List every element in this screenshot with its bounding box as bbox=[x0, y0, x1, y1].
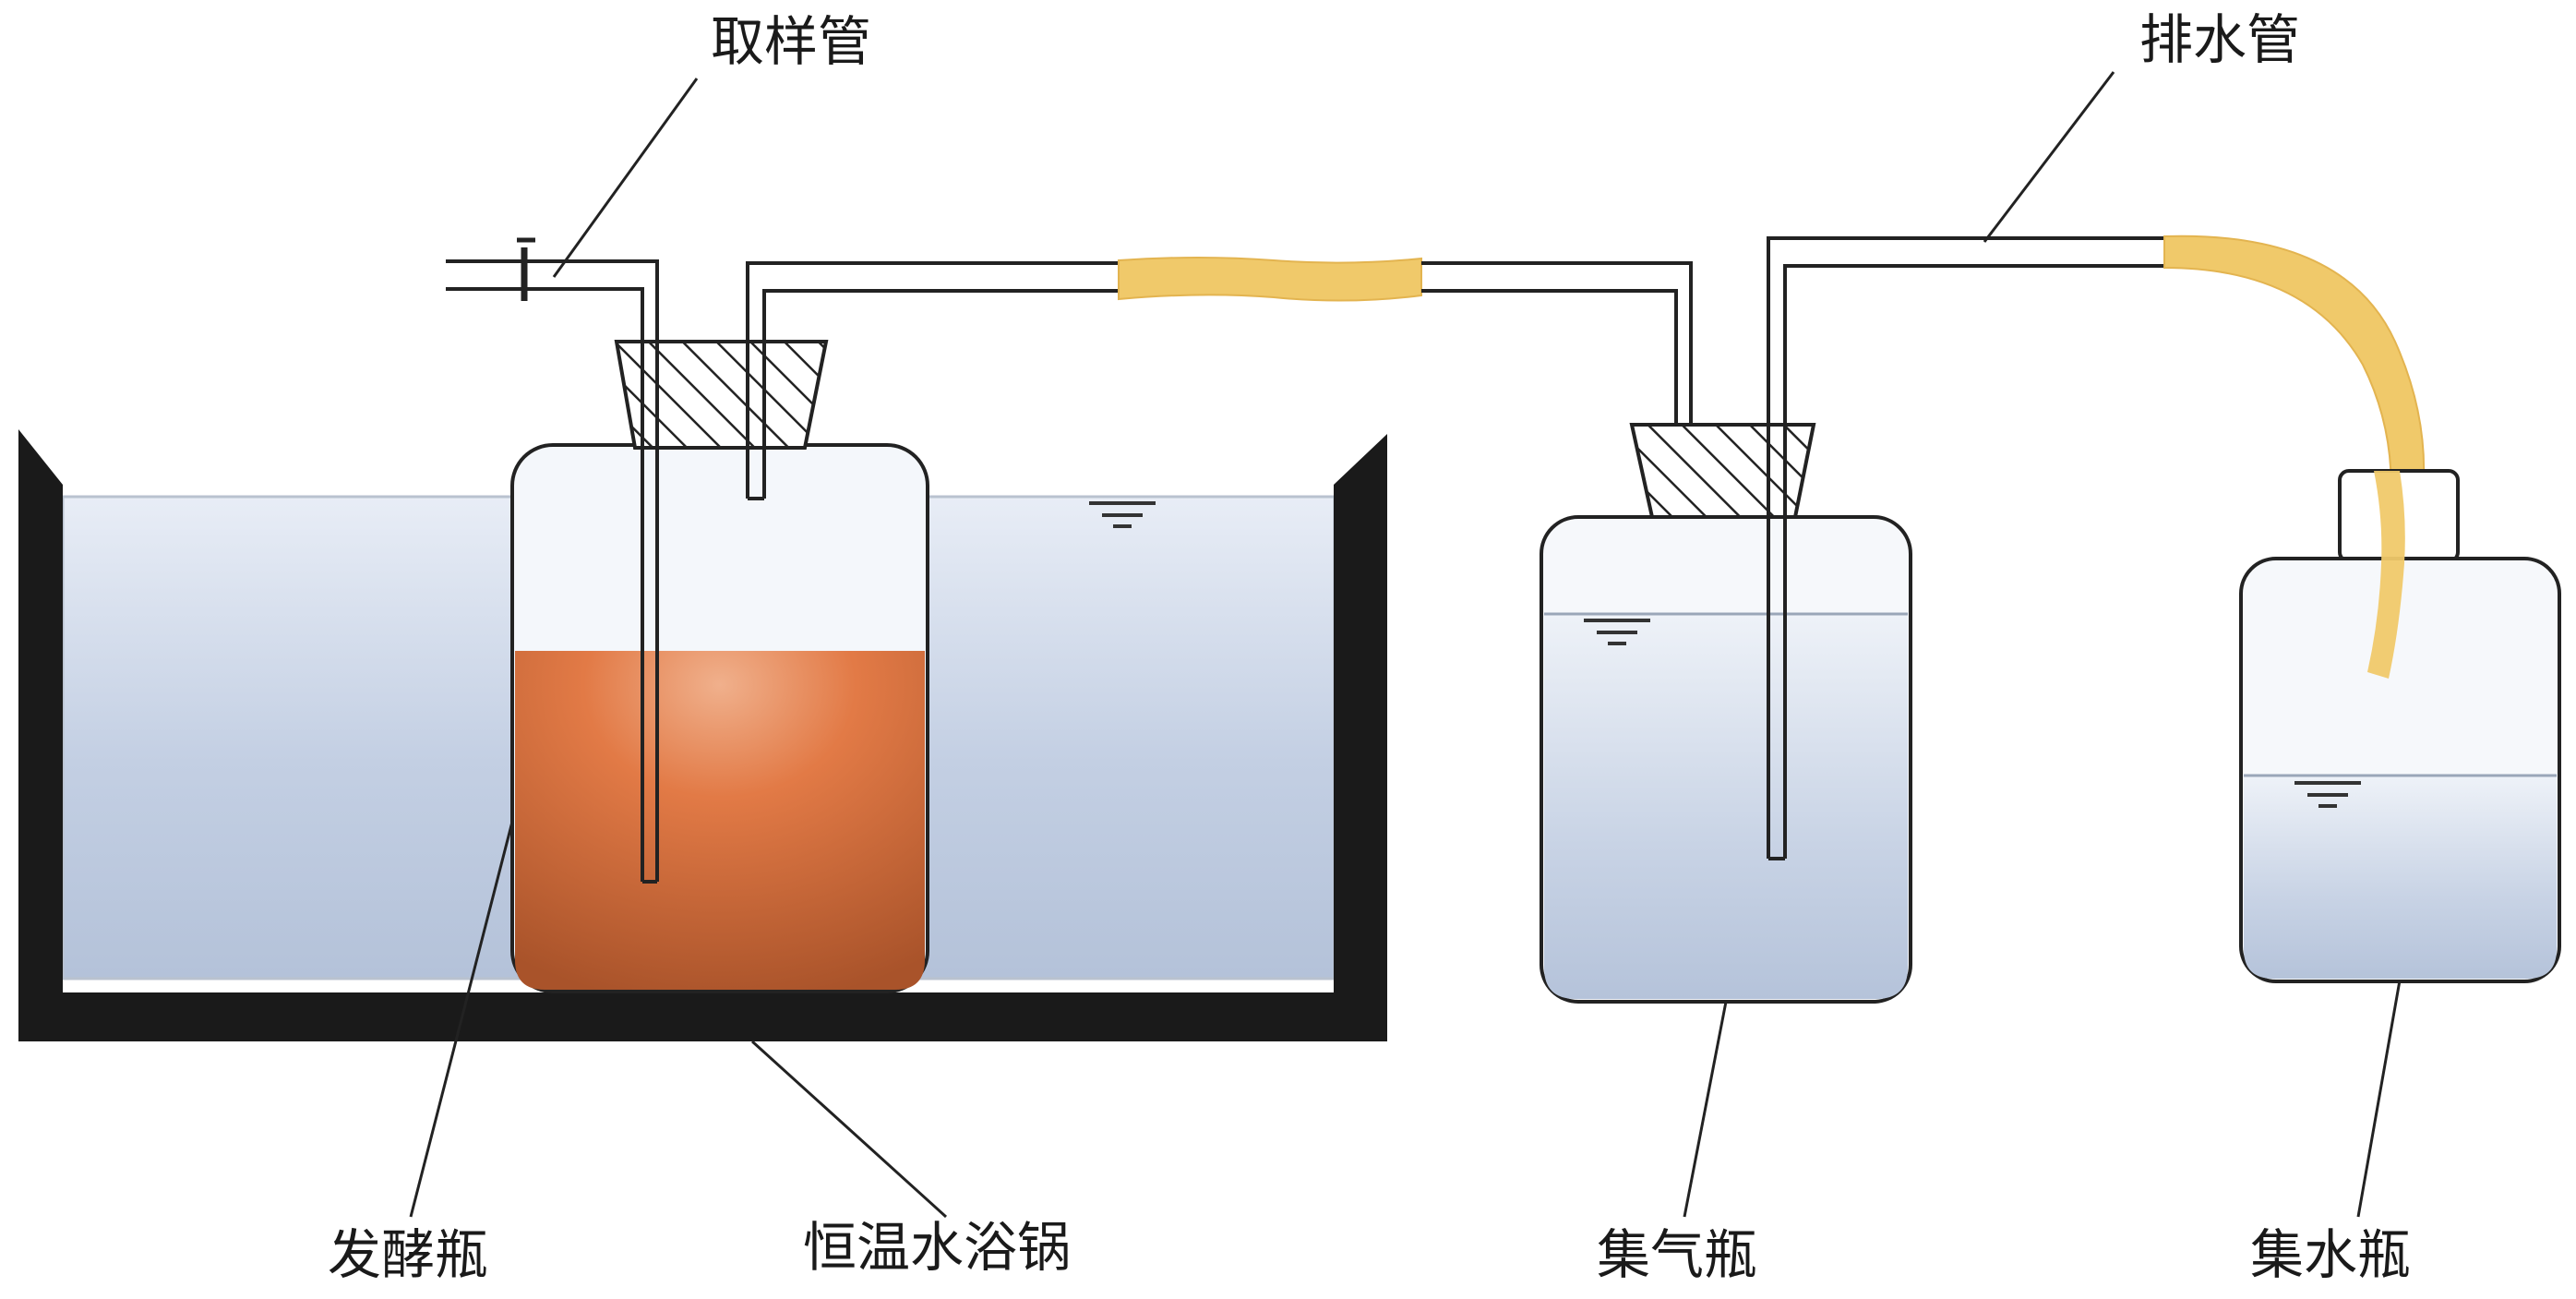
label-water-bath: 恒温水浴锅 bbox=[803, 1216, 1072, 1279]
label-water-collection-bottle: 集水瓶 bbox=[2250, 1223, 2412, 1286]
label-drain-tube: 排水管 bbox=[2139, 8, 2301, 71]
leader-lines bbox=[409, 71, 2402, 1219]
fermentation-stopper bbox=[614, 340, 829, 450]
water-bottle-water bbox=[2244, 776, 2557, 979]
gas-bottle-water bbox=[1544, 614, 1908, 999]
label-gas-collection-bottle: 集气瓶 bbox=[1597, 1223, 1758, 1286]
drain-tube bbox=[1767, 236, 2167, 860]
gas-bottle-water-level-icon bbox=[1584, 619, 1650, 645]
fermentation-bottle bbox=[446, 237, 1121, 993]
gas-outlet-tube bbox=[746, 261, 1121, 500]
gas-collection-bottle bbox=[1540, 236, 2167, 1004]
ferment-liquid bbox=[515, 651, 925, 990]
label-fermentation-bottle: 发酵瓶 bbox=[328, 1223, 489, 1286]
water-collection-bottle bbox=[2239, 469, 2561, 983]
water-bottle-water-level-icon bbox=[2294, 781, 2361, 808]
bath-water-level-icon bbox=[1089, 501, 1156, 528]
label-sampling-tube: 取样管 bbox=[711, 10, 872, 73]
sampling-tube bbox=[446, 237, 659, 884]
